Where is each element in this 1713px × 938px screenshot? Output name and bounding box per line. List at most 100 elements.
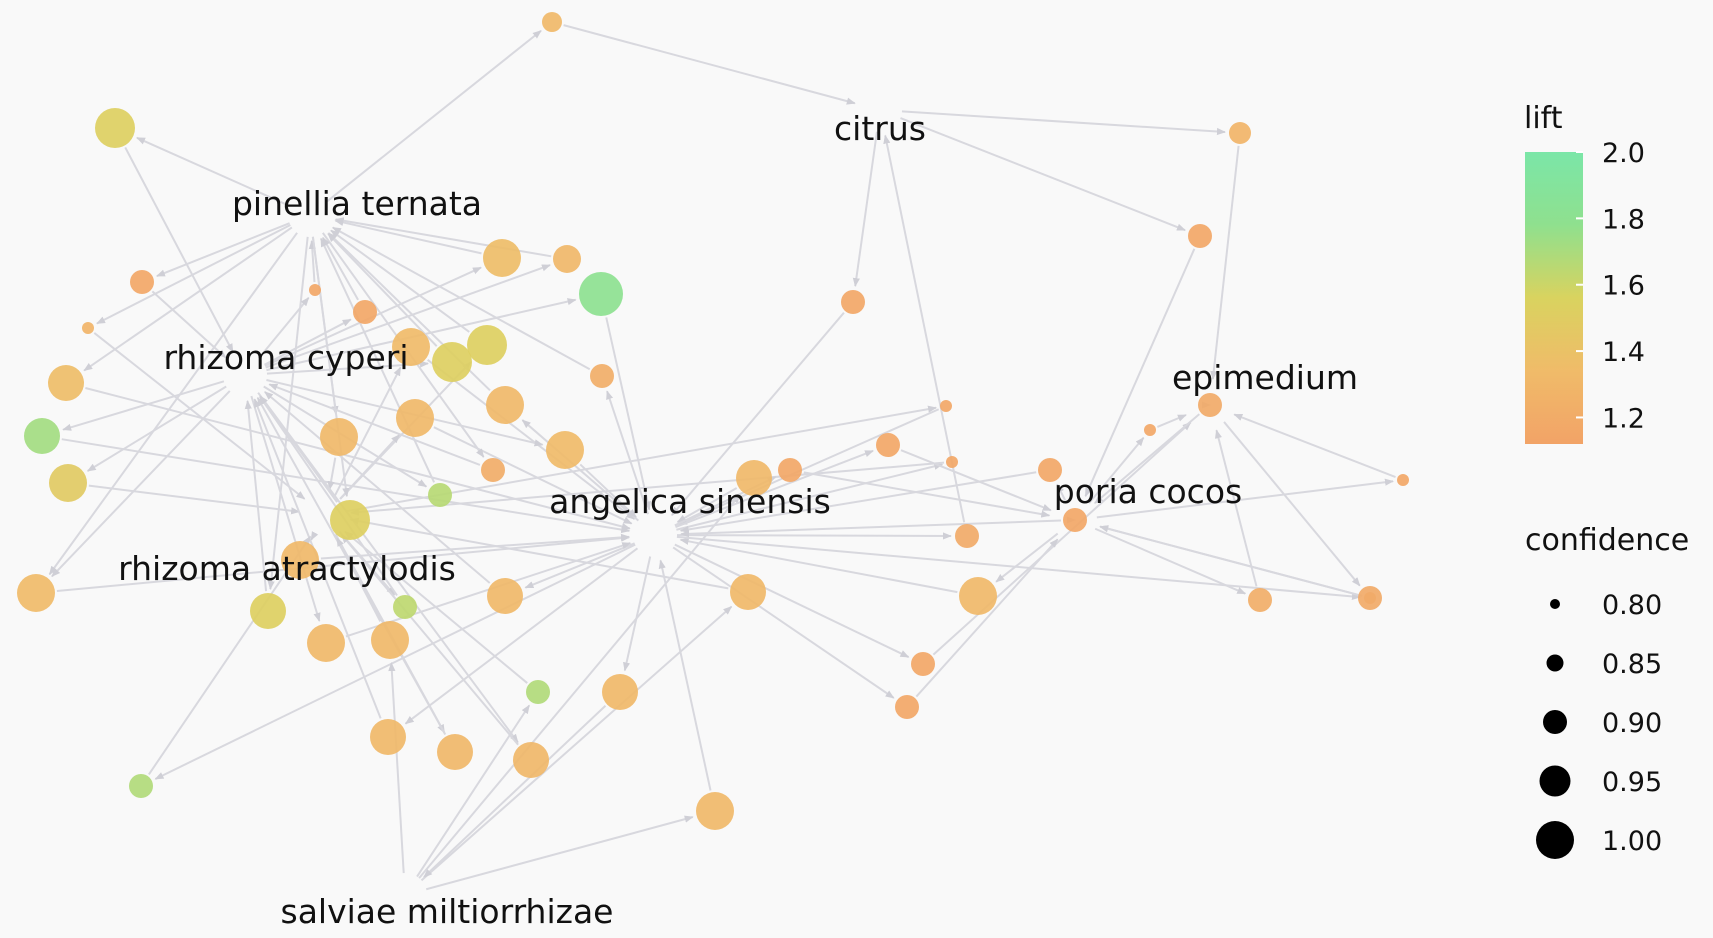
item-label-citrus[interactable]: citrus bbox=[834, 109, 926, 148]
edge-r1-to-citrus bbox=[563, 24, 856, 105]
rule-node-r7[interactable] bbox=[82, 322, 94, 334]
edge-poria-to-r46 bbox=[1056, 483, 1067, 501]
rule-node-r37[interactable] bbox=[955, 524, 979, 548]
rule-node-r50[interactable] bbox=[309, 284, 321, 296]
edge-cyperi-to-r25 bbox=[250, 395, 321, 622]
rule-node-r15[interactable] bbox=[467, 325, 507, 365]
edge-r13-to-angelica bbox=[605, 317, 652, 511]
rule-node-r48[interactable] bbox=[432, 342, 472, 382]
rule-node-r43[interactable] bbox=[1358, 586, 1382, 610]
edge-pinellia-to-r1 bbox=[326, 29, 542, 203]
item-label-salviae-miltiorrhizae[interactable]: salviae miltiorrhizae bbox=[281, 892, 614, 931]
rule-node-r51[interactable] bbox=[546, 431, 584, 469]
edge-poria-to-r57 bbox=[1088, 436, 1145, 504]
rule-node-r46[interactable] bbox=[1038, 458, 1062, 482]
rule-node-r44[interactable] bbox=[1063, 508, 1087, 532]
rule-node-r2[interactable] bbox=[1229, 122, 1251, 144]
rule-node-r1[interactable] bbox=[542, 12, 562, 32]
item-label-epimedium[interactable]: epimedium bbox=[1172, 358, 1358, 397]
rule-node-r24[interactable] bbox=[250, 593, 286, 629]
edge-r40-to-poria bbox=[915, 538, 1059, 698]
rule-node-r21[interactable] bbox=[481, 458, 505, 482]
rule-node-r25[interactable] bbox=[307, 624, 345, 662]
rule-node-r33[interactable] bbox=[602, 674, 638, 710]
edge-r33-to-salviae bbox=[423, 705, 607, 878]
item-label-poria-cocos[interactable]: poria cocos bbox=[1054, 472, 1242, 511]
rule-node-r28[interactable] bbox=[513, 742, 549, 778]
edge-r32-to-atractylodis bbox=[344, 530, 528, 684]
edge-r17-to-atractylodis bbox=[327, 457, 337, 491]
edge-citrus-to-r4 bbox=[852, 131, 878, 288]
rule-node-r32[interactable] bbox=[526, 680, 550, 704]
rule-node-r40[interactable] bbox=[895, 695, 919, 719]
rule-node-r13[interactable] bbox=[579, 272, 623, 316]
rule-node-r34[interactable] bbox=[736, 460, 772, 496]
rule-node-r10[interactable] bbox=[49, 464, 87, 502]
edge-angelica-to-r20 bbox=[606, 390, 649, 515]
item-label-layer: citrus pinellia ternata rhizoma cyperi r… bbox=[118, 109, 1358, 931]
edge-r24-to-cyperi bbox=[244, 399, 268, 592]
rule-node-r27[interactable] bbox=[437, 734, 473, 770]
edge-angelica-to-r22 bbox=[524, 542, 635, 589]
rule-node-r17[interactable] bbox=[320, 418, 358, 456]
rule-node-r8[interactable] bbox=[48, 365, 84, 401]
edge-r7-to-atractylodis bbox=[93, 332, 306, 500]
rule-node-r5[interactable] bbox=[95, 108, 135, 148]
edge-angelica-to-r39 bbox=[674, 543, 910, 658]
rule-node-r9[interactable] bbox=[24, 418, 60, 454]
edge-r21-to-cyperi bbox=[268, 383, 481, 466]
edge-r30-to-angelica bbox=[658, 559, 712, 791]
rule-node-r23[interactable] bbox=[393, 595, 417, 619]
rule-node-r18[interactable] bbox=[396, 399, 434, 437]
rule-node-r26[interactable] bbox=[370, 719, 406, 755]
edge-r10-to-atractylodis bbox=[88, 484, 301, 515]
lift-tick-group: 2.01.81.61.41.2 bbox=[1576, 138, 1645, 434]
item-label-rhizoma-cyperi[interactable]: rhizoma cyperi bbox=[163, 338, 408, 377]
rule-node-r11[interactable] bbox=[17, 574, 55, 612]
edge-pinellia-to-r24 bbox=[267, 236, 309, 591]
rule-node-r49[interactable] bbox=[353, 300, 377, 324]
rule-node-r6[interactable] bbox=[130, 270, 154, 294]
edge-r5-to-cyperi bbox=[124, 147, 234, 353]
edge-angelica-to-r36 bbox=[676, 462, 944, 531]
edge-cyperi-to-r11 bbox=[51, 390, 231, 578]
rule-node-r31[interactable] bbox=[730, 574, 766, 610]
rule-node-r14[interactable] bbox=[553, 245, 581, 273]
edge-r46-to-angelica bbox=[679, 471, 1037, 534]
rule-node-r57[interactable] bbox=[1144, 424, 1156, 436]
rule-node-r53[interactable] bbox=[330, 500, 370, 540]
rule-node-r16[interactable] bbox=[392, 328, 430, 366]
edge-salviae-to-r32 bbox=[416, 704, 531, 878]
lift-tick-label: 1.6 bbox=[1602, 271, 1645, 302]
rule-node-r55[interactable] bbox=[371, 621, 409, 659]
rule-node-r12[interactable] bbox=[483, 239, 521, 277]
rule-node-r29[interactable] bbox=[129, 774, 153, 798]
item-label-angelica-sinensis[interactable]: angelica sinensis bbox=[549, 482, 831, 521]
edge-poria-to-r58 bbox=[1094, 527, 1247, 595]
rule-node-r22[interactable] bbox=[487, 578, 523, 614]
edge-r38-to-angelica bbox=[679, 537, 958, 594]
item-label-pinellia-ternata[interactable]: pinellia ternata bbox=[232, 184, 482, 223]
rule-node-r30[interactable] bbox=[696, 792, 734, 830]
rule-node-r54[interactable] bbox=[281, 541, 319, 579]
edge-r56-to-poria bbox=[1094, 413, 1200, 504]
rule-node-r38[interactable] bbox=[959, 577, 997, 615]
rule-node-r35[interactable] bbox=[940, 400, 952, 412]
rule-node-r39[interactable] bbox=[911, 652, 935, 676]
rule-node-r45[interactable] bbox=[876, 433, 900, 457]
item-label-rhizoma-atractylodis[interactable]: rhizoma atractylodis bbox=[118, 549, 456, 588]
rule-node-r47[interactable] bbox=[778, 458, 802, 482]
rule-node-r56[interactable] bbox=[1198, 393, 1222, 417]
rule-node-r20[interactable] bbox=[590, 364, 614, 388]
edge-salviae-to-r34 bbox=[418, 494, 741, 879]
rule-node-r19[interactable] bbox=[486, 386, 524, 424]
rule-node-r58[interactable] bbox=[1248, 588, 1272, 612]
edge-r50-to-pinellia bbox=[308, 240, 316, 283]
edge-r11-to-angelica bbox=[56, 534, 631, 593]
rule-node-r52[interactable] bbox=[428, 483, 452, 507]
edge-atractylodis-to-r18 bbox=[339, 434, 401, 500]
rule-node-r42[interactable] bbox=[1397, 474, 1409, 486]
rule-node-r3[interactable] bbox=[1188, 224, 1212, 248]
rule-node-r4[interactable] bbox=[841, 290, 865, 314]
rule-node-r36[interactable] bbox=[946, 456, 958, 468]
